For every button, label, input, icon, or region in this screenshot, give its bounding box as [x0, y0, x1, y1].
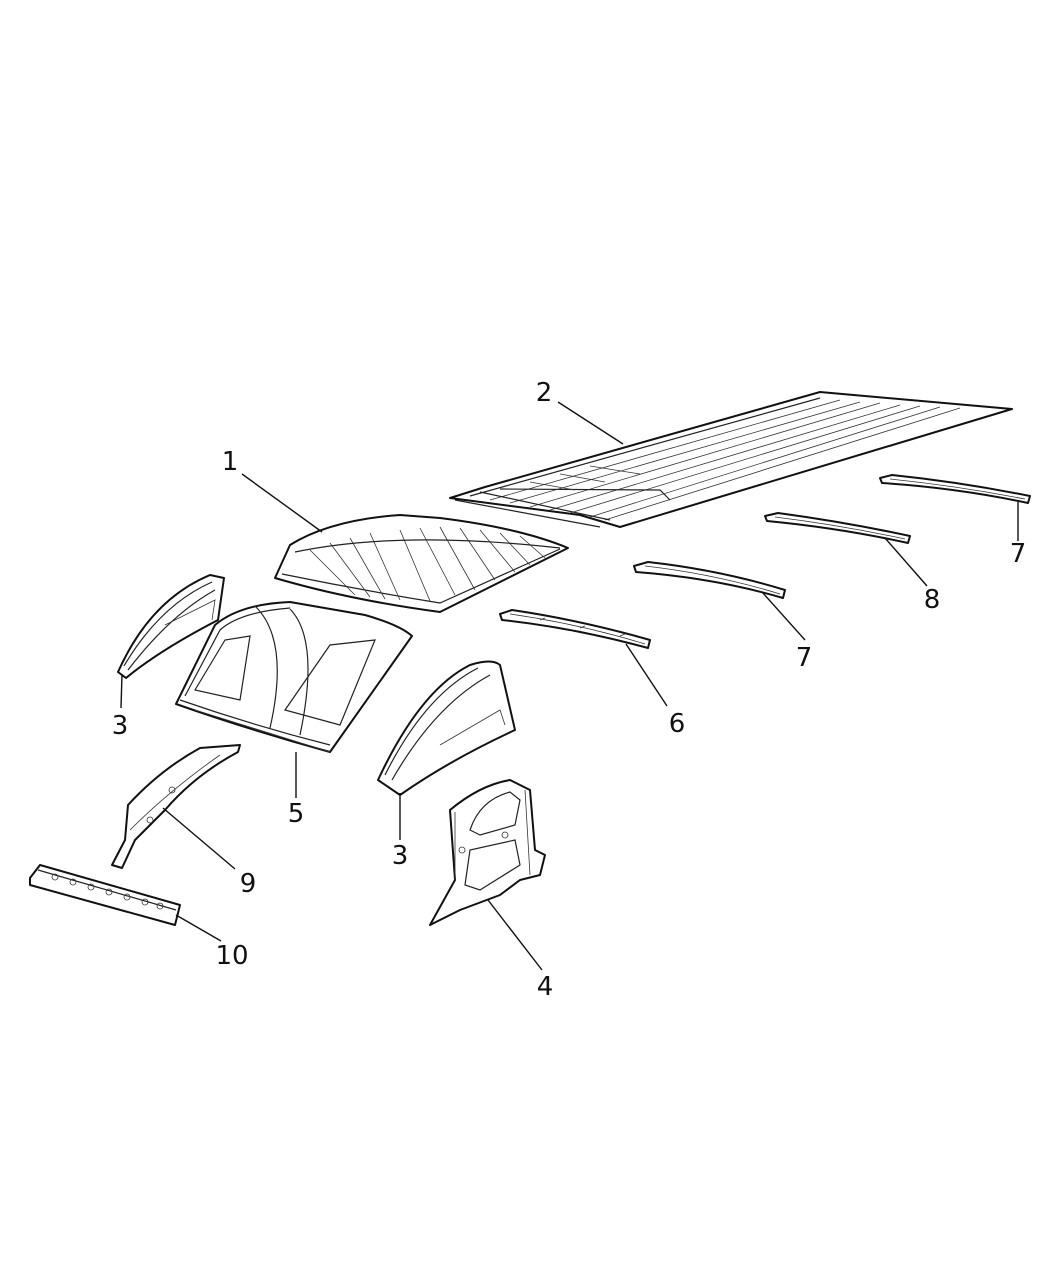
callout-5: 5 — [288, 799, 305, 829]
callout-3-left: 3 — [112, 711, 129, 741]
front-header — [29, 864, 181, 926]
roof-side-rail-left — [117, 574, 225, 679]
callout-1: 1 — [222, 447, 239, 477]
leader-lines — [120, 401, 1019, 971]
roof-bow-7b — [879, 474, 1031, 504]
leader-1 — [241, 473, 323, 533]
roof-side-rail-right — [377, 660, 516, 796]
leader-2 — [557, 401, 624, 445]
roof-bow-6 — [499, 609, 651, 649]
callout-labels: 1 2 3 3 4 5 6 7 7 8 9 10 — [112, 378, 1027, 1002]
callout-6: 6 — [669, 709, 686, 739]
header-reinforcement — [111, 744, 241, 869]
leader-7a — [761, 591, 806, 641]
leader-9 — [162, 807, 236, 870]
leader-4 — [487, 899, 543, 971]
inner-side-panel — [429, 779, 546, 926]
callout-3-right: 3 — [392, 841, 409, 871]
callout-9: 9 — [240, 869, 257, 899]
roof-panel — [175, 601, 413, 753]
roof-bow-7a — [633, 561, 786, 599]
callout-8: 8 — [924, 585, 941, 615]
leader-8 — [884, 537, 928, 587]
callout-10: 10 — [215, 941, 248, 971]
callout-2: 2 — [536, 378, 553, 408]
callout-4: 4 — [537, 972, 554, 1002]
leader-6 — [625, 643, 668, 707]
callout-7-middle: 7 — [796, 643, 813, 673]
rear-roof-panel — [449, 391, 1013, 528]
callout-7-right: 7 — [1010, 539, 1027, 569]
front-roof-panel — [274, 514, 569, 613]
leader-10 — [175, 914, 222, 942]
leader-3a — [120, 673, 123, 709]
roof-bow-8 — [764, 512, 911, 544]
